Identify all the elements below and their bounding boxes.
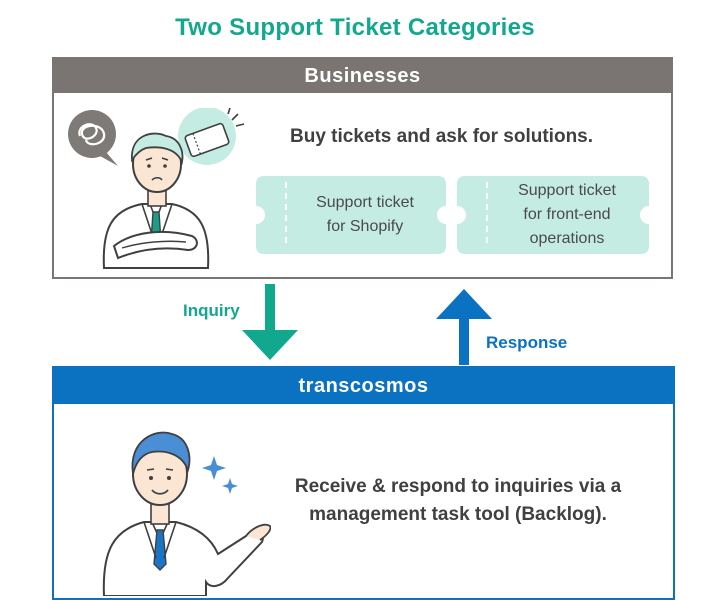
- shopify-support-ticket: Support ticket for Shopify: [256, 176, 446, 254]
- confused-speech-bubble-icon: [68, 110, 118, 166]
- ticket-line-2: for front-end: [523, 206, 611, 223]
- ticket-shape-icon: [256, 176, 446, 254]
- description-line-2: management task tool (Backlog).: [309, 504, 607, 525]
- front-end-operations-support-ticket: Support ticket for front-end operations: [457, 176, 649, 254]
- ticket-label: Support ticket for front-end operations: [495, 176, 639, 254]
- ticket-line-1: Support ticket: [316, 194, 414, 211]
- ticket-line-2: for Shopify: [326, 218, 404, 235]
- ticket-label: Support ticket for Shopify: [294, 176, 436, 254]
- ticket-bubble-icon: [178, 108, 245, 165]
- diagram-title: Two Support Ticket Categories: [175, 14, 535, 41]
- transcosmos-description: Receive & respond to inquiries via a man…: [268, 473, 648, 529]
- support-staff-illustration: [102, 431, 271, 596]
- description-line-1: Receive & respond to inquiries via a: [294, 476, 622, 497]
- transcosmos-header: transcosmos: [54, 368, 673, 404]
- inquiry-label: Inquiry: [183, 301, 240, 320]
- ticket-line-3: operations: [529, 230, 605, 247]
- worried-businessperson-illustration: [68, 108, 245, 269]
- sparkle-icon: [202, 456, 238, 494]
- ticket-shape-icon: [457, 176, 649, 254]
- inquiry-down-arrow-icon: [242, 284, 298, 360]
- response-label: Response: [486, 333, 568, 352]
- ticket-line-1: Support ticket: [518, 182, 616, 199]
- businesses-description: Buy tickets and ask for solutions.: [290, 126, 594, 147]
- response-up-arrow-icon: [436, 289, 492, 365]
- businesses-header: Businesses: [54, 59, 671, 93]
